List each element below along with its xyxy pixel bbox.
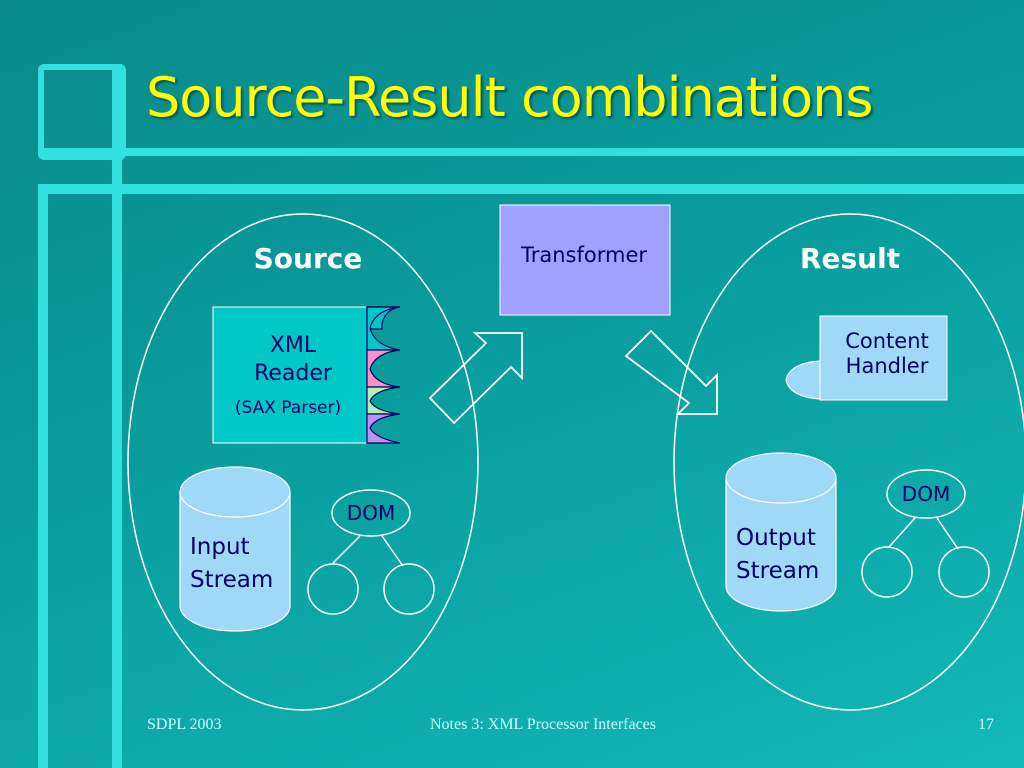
- input-stream-label-line2: Stream: [190, 567, 273, 593]
- input-stream-cylinder: [179, 466, 291, 632]
- result-dom-tree: [861, 469, 990, 598]
- result-dom-root-node: [886, 469, 966, 519]
- source-dom-left-child: [307, 563, 359, 615]
- transformer-box: [499, 204, 671, 316]
- source-label: Source: [254, 242, 363, 275]
- source-dom-tree: [307, 489, 435, 615]
- frame-horizontal-rule-content: [38, 184, 1024, 194]
- output-stream-label-line2: Stream: [736, 558, 819, 584]
- source-ellipse: [127, 213, 479, 711]
- socket-3: [366, 349, 401, 388]
- source-to-transformer-arrow-icon: [428, 332, 523, 425]
- xml-reader-label-line1: XML: [270, 333, 317, 358]
- footer-page-number: 17: [978, 716, 994, 733]
- frame-vertical-rule-inner: [112, 64, 122, 768]
- result-dom-right-child: [938, 546, 990, 598]
- sax-parser-label: (SAX Parser): [235, 398, 341, 418]
- output-stream-cylinder: [725, 452, 837, 612]
- result-dom-left-child: [861, 546, 913, 598]
- reader-handler-sockets: [366, 306, 401, 444]
- result-dom-label: DOM: [902, 482, 950, 506]
- content-handler-label-line2: Handler: [846, 354, 929, 378]
- content-handler-box: [819, 315, 948, 401]
- socket-2: [366, 306, 401, 351]
- slide-title: Source-Result combinations: [146, 66, 873, 129]
- frame-horizontal-rule-top: [38, 148, 1024, 156]
- input-stream-label-line1: Input: [190, 534, 250, 560]
- xml-reader-box: [212, 306, 368, 444]
- output-stream-label-line1: Output: [736, 525, 816, 551]
- transformer-label: Transformer: [520, 243, 647, 267]
- footer-left-label: SDPL 2003: [147, 716, 222, 733]
- source-dom-right-child: [383, 563, 435, 615]
- source-dom-label: DOM: [347, 501, 395, 525]
- content-handler-plug: [785, 360, 821, 400]
- source-dom-root-node: [331, 489, 411, 537]
- xml-reader-label-line2: Reader: [254, 361, 333, 386]
- footer-center-label: Notes 3: XML Processor Interfaces: [430, 716, 657, 733]
- result-label: Result: [800, 242, 900, 275]
- frame-square-outline: [38, 64, 126, 160]
- socket-5: [366, 413, 401, 444]
- frame-vertical-rule-left: [38, 184, 48, 768]
- content-handler-label-line1: Content: [845, 329, 929, 353]
- transformer-to-result-arrow-icon: [624, 329, 718, 415]
- result-ellipse: [673, 213, 1024, 711]
- socket-4: [366, 386, 401, 415]
